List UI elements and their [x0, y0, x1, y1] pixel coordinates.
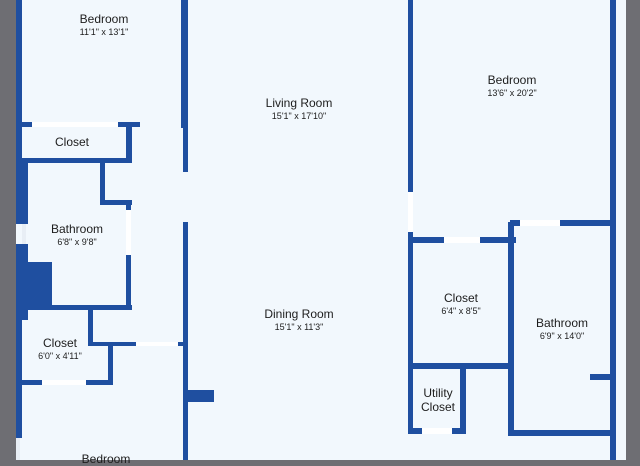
wall-bath-right-top: [100, 200, 132, 205]
wall-closet-bottom: [22, 158, 132, 163]
outside-right: [626, 0, 640, 460]
room-name: Bathroom: [50, 222, 104, 236]
stub-hatch: [189, 392, 211, 400]
wall-closet-left-bottom-2: [86, 380, 113, 385]
room-closet-right: Closet 6'4" x 8'5": [441, 291, 480, 317]
opening-window-bed-tl: [32, 122, 118, 127]
opening-door-bath-r: [126, 210, 131, 255]
wall-right-bath-top: [510, 220, 520, 226]
wall-utility-bottom: [408, 428, 422, 434]
room-bathroom-left: Bathroom 6'8" x 9'8": [51, 222, 103, 248]
wall-closet-left-right-low: [108, 342, 113, 384]
wall-bath-right-low: [126, 255, 131, 310]
opening-door-bath-rt: [520, 220, 560, 226]
room-closet-top-left: Closet: [55, 135, 89, 149]
room-name: Bedroom: [487, 73, 537, 87]
room-bathroom-right: Bathroom 6'9" x 14'0": [536, 316, 588, 342]
room-name: Living Room: [265, 96, 333, 110]
wall-exterior-left-top: [16, 0, 22, 162]
room-dimensions: 6'9" x 14'0": [539, 331, 585, 341]
floor-area: [16, 0, 626, 460]
room-dimensions: 6'4" x 8'5": [441, 306, 481, 316]
opening-door-closet-l: [136, 342, 178, 346]
room-name: Utility Closet: [420, 386, 456, 414]
room-name: Bedroom: [81, 452, 131, 466]
room-utility-closet: Utility Closet: [421, 386, 455, 414]
room-dining-room: Dining Room 15'1" x 11'3": [264, 307, 333, 333]
opening-door-closet-lb: [42, 380, 86, 385]
wall-right-bedroom-left-top: [408, 0, 413, 192]
room-name: Bedroom: [79, 12, 129, 26]
wall-utility-right: [460, 363, 466, 431]
room-name: Closet: [54, 135, 90, 149]
room-name: Closet: [42, 336, 77, 350]
room-dimensions: 11'1" x 13'1": [79, 27, 129, 37]
room-dimensions: 15'1" x 11'3": [274, 322, 324, 332]
wall-right-closet-top-2: [480, 237, 516, 243]
wall-central-bottom: [183, 222, 188, 460]
room-dimensions: 13'6" x 20'2": [487, 88, 537, 98]
wall-right-bedroom-left-low: [408, 232, 413, 432]
wall-bedroom-closet-divider: [22, 122, 32, 127]
wall-closet-left-bottom: [22, 380, 42, 385]
room-closet-left: Closet 6'0" x 4'11": [38, 336, 82, 362]
wall-right-closet-right: [508, 222, 514, 436]
room-name: Bathroom: [535, 316, 589, 330]
wall-right-bath-top-2: [560, 220, 616, 226]
room-name: Closet: [443, 291, 479, 305]
opening-door-utility: [422, 428, 452, 434]
room-dimensions: 15'1" x 17'10": [271, 111, 327, 121]
wall-bath-right: [126, 200, 131, 210]
room-bedroom-top-left: Bedroom 11'1" x 13'1": [80, 12, 129, 38]
wall-right-bath-stub: [590, 374, 614, 380]
walls: [16, 0, 616, 460]
wall-window-left-bottom: [16, 438, 20, 460]
wall-central-top: [183, 0, 188, 172]
room-dimensions: 6'8" x 9'8": [57, 237, 97, 247]
shower-hatch: [22, 265, 49, 303]
wall-window-left: [22, 224, 26, 244]
wall-bath-top-inner: [100, 162, 105, 200]
wall-right-exterior: [610, 0, 616, 460]
wall-exterior-left-mid: [16, 160, 28, 224]
opening-door-closet-r: [444, 237, 480, 243]
opening-door-bed-r: [408, 192, 413, 232]
room-bedroom-right: Bedroom 13'6" x 20'2": [487, 73, 536, 99]
openings: [32, 122, 560, 434]
room-living-room: Living Room 15'1" x 17'10": [266, 96, 333, 122]
wall-right-bath-bottom: [508, 430, 616, 436]
wall-closet-left-right: [88, 308, 93, 342]
wall-closet-right: [126, 122, 132, 162]
wall-exterior-left-bottom: [16, 310, 22, 438]
outside-left: [0, 0, 16, 460]
room-name: Dining Room: [264, 307, 334, 321]
wall-bath-bottom: [22, 305, 132, 310]
room-dimensions: 6'0" x 4'11": [38, 351, 82, 361]
room-bedroom-bottom-left: Bedroom: [82, 452, 131, 466]
wall-right-closet-top: [408, 237, 444, 243]
wall-utility-bottom-2: [452, 428, 466, 434]
